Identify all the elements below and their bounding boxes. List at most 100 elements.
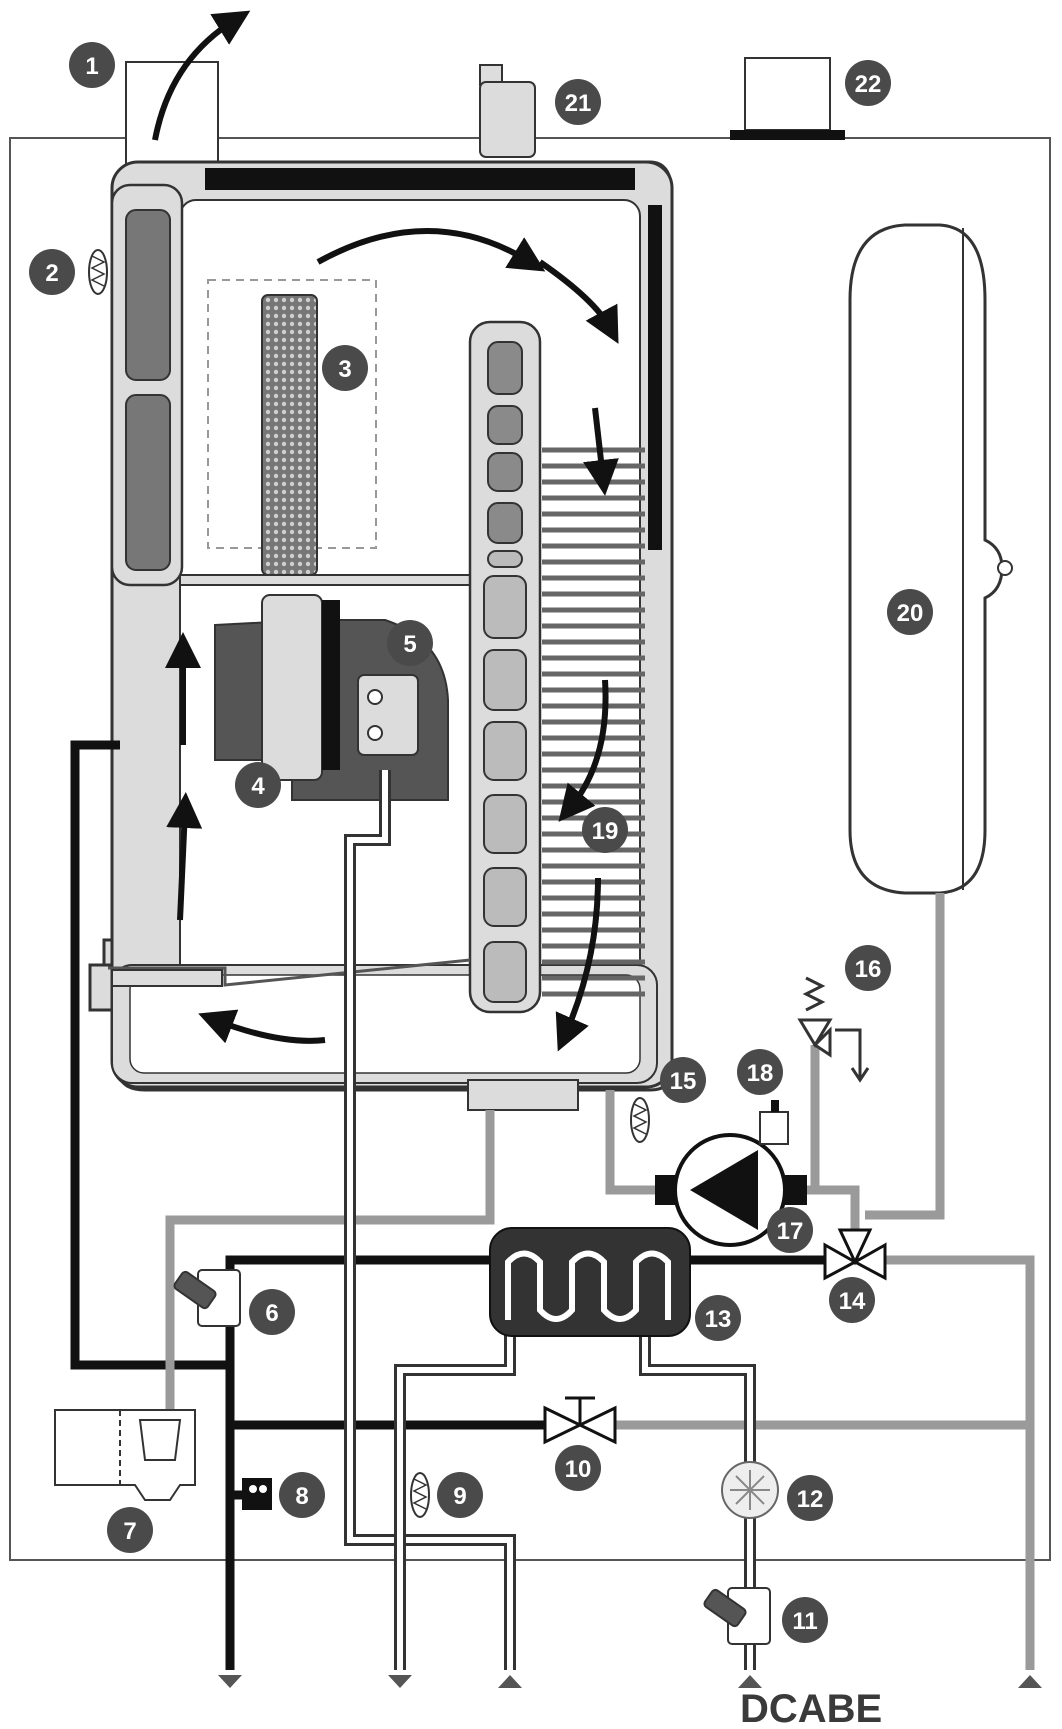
heat-exchanger-fins bbox=[542, 447, 645, 997]
svg-text:3: 3 bbox=[338, 356, 351, 383]
callout-12: 12 bbox=[787, 1475, 833, 1521]
diverter-valve bbox=[823, 1228, 887, 1281]
svg-text:21: 21 bbox=[565, 90, 592, 117]
arrow-icon bbox=[316, 228, 546, 272]
callout-16: 16 bbox=[845, 945, 891, 991]
pressure-sensor-dot-b bbox=[259, 1485, 267, 1493]
callout-21: 21 bbox=[555, 79, 601, 125]
filter-icon bbox=[703, 1587, 771, 1645]
chamber-top-bar bbox=[205, 168, 635, 190]
arrow-icon bbox=[166, 792, 203, 921]
callout-badges: 1 2 3 4 5 6 7 8 9 10 11 12 13 14 15 16 1… bbox=[29, 42, 933, 1643]
arrow-icon bbox=[558, 679, 609, 822]
callout-6: 6 bbox=[249, 1289, 295, 1335]
chamber-lower-inner bbox=[129, 974, 641, 1074]
condensate-trap-cup bbox=[138, 1419, 182, 1461]
callout-14: 14 bbox=[829, 1277, 875, 1323]
callout-20: 20 bbox=[887, 589, 933, 635]
callout-9: 9 bbox=[437, 1472, 483, 1518]
sensor-icon bbox=[410, 1472, 430, 1518]
callout-17: 17 bbox=[767, 1207, 813, 1253]
pump-triangle bbox=[690, 1150, 758, 1230]
svg-text:20: 20 bbox=[897, 600, 924, 627]
igniter-terminal-bottom bbox=[367, 725, 383, 741]
pressure-sensor-dot-a bbox=[249, 1485, 257, 1493]
callout-8: 8 bbox=[279, 1472, 325, 1518]
callout-3: 3 bbox=[322, 345, 368, 391]
svg-text:9: 9 bbox=[453, 1483, 466, 1510]
air-intake-slot-bottom bbox=[125, 394, 171, 571]
dark-pipes bbox=[70, 740, 835, 1670]
port-markers bbox=[218, 1675, 1042, 1688]
flow-meter-blades bbox=[730, 1470, 770, 1510]
control-panel-base bbox=[730, 130, 845, 140]
condensate-outlet bbox=[467, 1079, 579, 1111]
control-panel-box bbox=[744, 57, 831, 131]
gas-valve-plate bbox=[322, 600, 340, 770]
arrow-icon bbox=[583, 407, 619, 496]
gas-valve-body bbox=[261, 594, 323, 781]
port-labels: DCABE bbox=[740, 1687, 882, 1729]
chamber-side-bar bbox=[648, 205, 662, 550]
callout-13: 13 bbox=[695, 1295, 741, 1341]
flow-arrows bbox=[152, 10, 619, 1052]
svg-text:11: 11 bbox=[792, 1608, 817, 1635]
pump-connector-right bbox=[785, 1175, 807, 1205]
svg-text:8: 8 bbox=[295, 1483, 308, 1510]
svg-text:17: 17 bbox=[777, 1218, 804, 1245]
vessel-valve bbox=[997, 560, 1013, 576]
pump-sensor-18-tip bbox=[771, 1100, 779, 1112]
callout-15: 15 bbox=[660, 1057, 706, 1103]
svg-text:13: 13 bbox=[705, 1306, 732, 1333]
arrow-icon bbox=[152, 10, 251, 141]
svg-text:19: 19 bbox=[592, 818, 619, 845]
filter-icon bbox=[173, 1269, 241, 1327]
heat-exchanger-cells bbox=[483, 341, 527, 1003]
svg-text:16: 16 bbox=[855, 956, 882, 983]
valve-icon bbox=[797, 1018, 833, 1058]
svg-text:4: 4 bbox=[251, 773, 265, 800]
air-vent-body bbox=[479, 81, 536, 158]
pump-sensor-18 bbox=[759, 1111, 789, 1145]
light-pipes bbox=[344, 770, 756, 1670]
sensor-icon bbox=[630, 1097, 650, 1143]
burner-cylinder bbox=[261, 294, 318, 576]
arrow-icon bbox=[198, 1009, 326, 1044]
arrow-icon bbox=[555, 877, 601, 1052]
safety-valve-spring bbox=[802, 976, 826, 1012]
air-intake-slot-top bbox=[125, 209, 171, 381]
svg-text:18: 18 bbox=[747, 1060, 774, 1087]
callout-22: 22 bbox=[845, 60, 891, 106]
svg-text:6: 6 bbox=[265, 1300, 278, 1327]
callout-2: 2 bbox=[29, 249, 75, 295]
svg-text:15: 15 bbox=[670, 1068, 697, 1095]
svg-text:5: 5 bbox=[403, 631, 416, 658]
callout-7: 7 bbox=[107, 1507, 153, 1553]
callout-19: 19 bbox=[582, 807, 628, 853]
svg-text:12: 12 bbox=[797, 1486, 824, 1513]
plate-coil bbox=[505, 1250, 671, 1322]
callout-4: 4 bbox=[235, 762, 281, 808]
callout-10: 10 bbox=[555, 1445, 601, 1491]
svg-text:7: 7 bbox=[123, 1518, 136, 1545]
callout-11: 11 bbox=[782, 1597, 828, 1643]
svg-text:22: 22 bbox=[855, 71, 882, 98]
callout-5: 5 bbox=[387, 620, 433, 666]
pump-connector-left bbox=[655, 1175, 677, 1205]
sensor-icon bbox=[88, 249, 108, 295]
igniter-terminal-top bbox=[367, 689, 383, 705]
pressure-sensor bbox=[242, 1478, 272, 1510]
callout-1: 1 bbox=[69, 42, 115, 88]
plate-heat-exchanger bbox=[489, 1227, 691, 1337]
svg-text:14: 14 bbox=[839, 1288, 866, 1315]
valve-10-stem bbox=[565, 1396, 595, 1425]
expansion-vessel bbox=[848, 223, 1004, 895]
safety-valve-drain bbox=[835, 1028, 870, 1083]
arrow-icon bbox=[538, 259, 619, 344]
svg-text:10: 10 bbox=[565, 1456, 592, 1483]
callout-18: 18 bbox=[737, 1049, 783, 1095]
grey-pipes bbox=[165, 893, 1035, 1670]
igniter-block bbox=[357, 674, 419, 756]
svg-text:1: 1 bbox=[85, 53, 98, 80]
